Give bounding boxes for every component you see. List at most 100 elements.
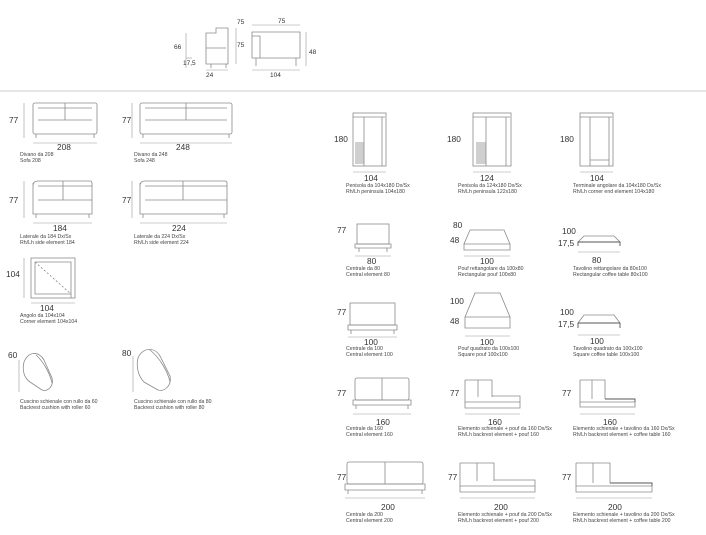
dim-w: 80 (592, 255, 602, 265)
label-en: Rh/Lh backrest element + pouf 160 (458, 432, 539, 438)
dim-h2: 100 (560, 307, 574, 317)
dim-w: 200 (381, 502, 395, 512)
central-100-drawing (347, 302, 398, 338)
dim-h: 17,5 (558, 238, 575, 248)
dim-w: 104 (364, 173, 378, 183)
dim-w: 224 (172, 223, 186, 233)
dim-w: 248 (176, 142, 190, 152)
backrest-pouf-200-drawing (459, 462, 536, 499)
dim-24: 24 (206, 72, 214, 79)
label-en: Rh/Lh backrest element + pouf 200 (458, 518, 539, 524)
label-it: Centrale da 160 (346, 426, 383, 432)
dim-w: 160 (488, 417, 502, 427)
label-it: Cuscino schienale con rullo da 60 (20, 399, 98, 405)
dim-w: 104 (40, 303, 54, 313)
label-it: Penisola da 104x180 Dx/Sx (346, 183, 410, 189)
cushion-60-drawing (18, 353, 53, 392)
label-it: Centrale da 100 (346, 346, 383, 352)
label-en: Backrest cushion with roller 80 (134, 405, 205, 411)
dim-w: 104 (590, 173, 604, 183)
label-it: Pouf rettangolare da 100x80 (458, 266, 524, 272)
label-en: Rh/Lh corner end element 104x180 (573, 189, 655, 195)
label-it: Centrale da 200 (346, 512, 383, 518)
dim-h2: 100 (562, 226, 576, 236)
label-en: Backrest cushion with roller 60 (20, 405, 91, 411)
dim-h2: 100 (450, 296, 464, 306)
dim-w: 200 (494, 502, 508, 512)
dim-h: 77 (122, 195, 132, 205)
label-it: Tavolino quadrato da 100x100 (573, 346, 643, 352)
dim-104-top: 104 (270, 72, 281, 79)
dim-17-5: 17,5 (183, 60, 196, 67)
label-it: Divano da 208 (20, 152, 54, 158)
label-en: Rh/Lh peninsula 122x180 (458, 189, 517, 195)
dim-h: 80 (122, 348, 132, 358)
dim-w: 100 (480, 337, 494, 347)
sofa-208-drawing (23, 102, 98, 144)
dim-h: 104 (6, 269, 20, 279)
dim-h: 77 (9, 195, 19, 205)
label-en: Rh/Lh backrest element + coffee table 16… (573, 432, 671, 438)
dim-w: 184 (53, 223, 67, 233)
label-it: Terminale angolare da 104x180 Dx/Sx (573, 183, 661, 189)
dim-w: 124 (480, 173, 494, 183)
label-it: Penisola da 124x180 Dx/Sx (458, 183, 522, 189)
corner-104-drawing (23, 257, 76, 304)
top-back-view (251, 24, 307, 71)
dim-w: 200 (608, 502, 622, 512)
label-it: Elemento schienale + tavolino da 160 Dx/… (573, 426, 675, 432)
dim-h: 180 (334, 134, 348, 144)
sofa-248-drawing (131, 102, 233, 144)
backrest-pouf-160-drawing (464, 379, 521, 415)
label-it: Angolo da 104x104 (20, 313, 65, 319)
label-en: Sofa 248 (134, 158, 155, 164)
dim-w: 160 (603, 417, 617, 427)
dim-h: 60 (8, 350, 18, 360)
dim-h: 180 (560, 134, 574, 144)
dim-h2: 80 (453, 220, 463, 230)
label-en: Corner element 104x104 (20, 319, 78, 325)
side-184-drawing (23, 180, 93, 224)
dim-w: 80 (367, 256, 377, 266)
dim-h: 17,5 (558, 319, 575, 329)
dim-75-top: 75 (237, 19, 245, 26)
backrest-table-200-drawing (575, 462, 653, 499)
label-en: Central element 100 (346, 352, 393, 358)
coffee-table-square-drawing (577, 314, 621, 336)
peninsula-104-drawing (352, 112, 387, 173)
dim-h: 180 (447, 134, 461, 144)
dim-75-side: 75 (237, 42, 245, 49)
dim-h: 77 (9, 115, 19, 125)
corner-end-104-drawing (579, 112, 614, 173)
dim-66: 66 (174, 44, 182, 51)
label-en: Rectangular pouf 100x80 (458, 272, 516, 278)
label-it: Centrale da 80 (346, 266, 381, 272)
label-it: Elemento schienale + pouf da 200 Dx/Sx (458, 512, 552, 518)
dim-h: 48 (450, 316, 460, 326)
dim-h: 77 (337, 388, 347, 398)
dim-h: 77 (448, 472, 458, 482)
pouf-rect-drawing (463, 229, 511, 257)
label-en: Rectangular coffee table 80x100 (573, 272, 648, 278)
dim-w: 160 (376, 417, 390, 427)
label-it: Tavolino rettangolare da 80x100 (573, 266, 647, 272)
dim-h: 48 (450, 235, 460, 245)
label-en: Rh/Lh peninsula 104x180 (346, 189, 405, 195)
cushion-80-drawing (132, 349, 171, 392)
dim-h: 77 (337, 472, 347, 482)
label-en: Sofa 208 (20, 158, 41, 164)
backrest-table-160-drawing (579, 379, 636, 415)
dim-h: 77 (562, 472, 572, 482)
coffee-table-rect-drawing (577, 235, 621, 253)
dim-w: 100 (590, 336, 604, 346)
pouf-square-drawing (464, 292, 511, 337)
label-en: Central element 160 (346, 432, 393, 438)
label-en: Central element 200 (346, 518, 393, 524)
dim-w: 100 (364, 337, 378, 347)
central-160-drawing (352, 377, 412, 415)
dim-h: 77 (562, 388, 572, 398)
top-side-view (185, 27, 237, 71)
label-it: Laterale da 224 Dx/Sx (134, 234, 186, 240)
label-en: Square coffee table 100x100 (573, 352, 640, 358)
